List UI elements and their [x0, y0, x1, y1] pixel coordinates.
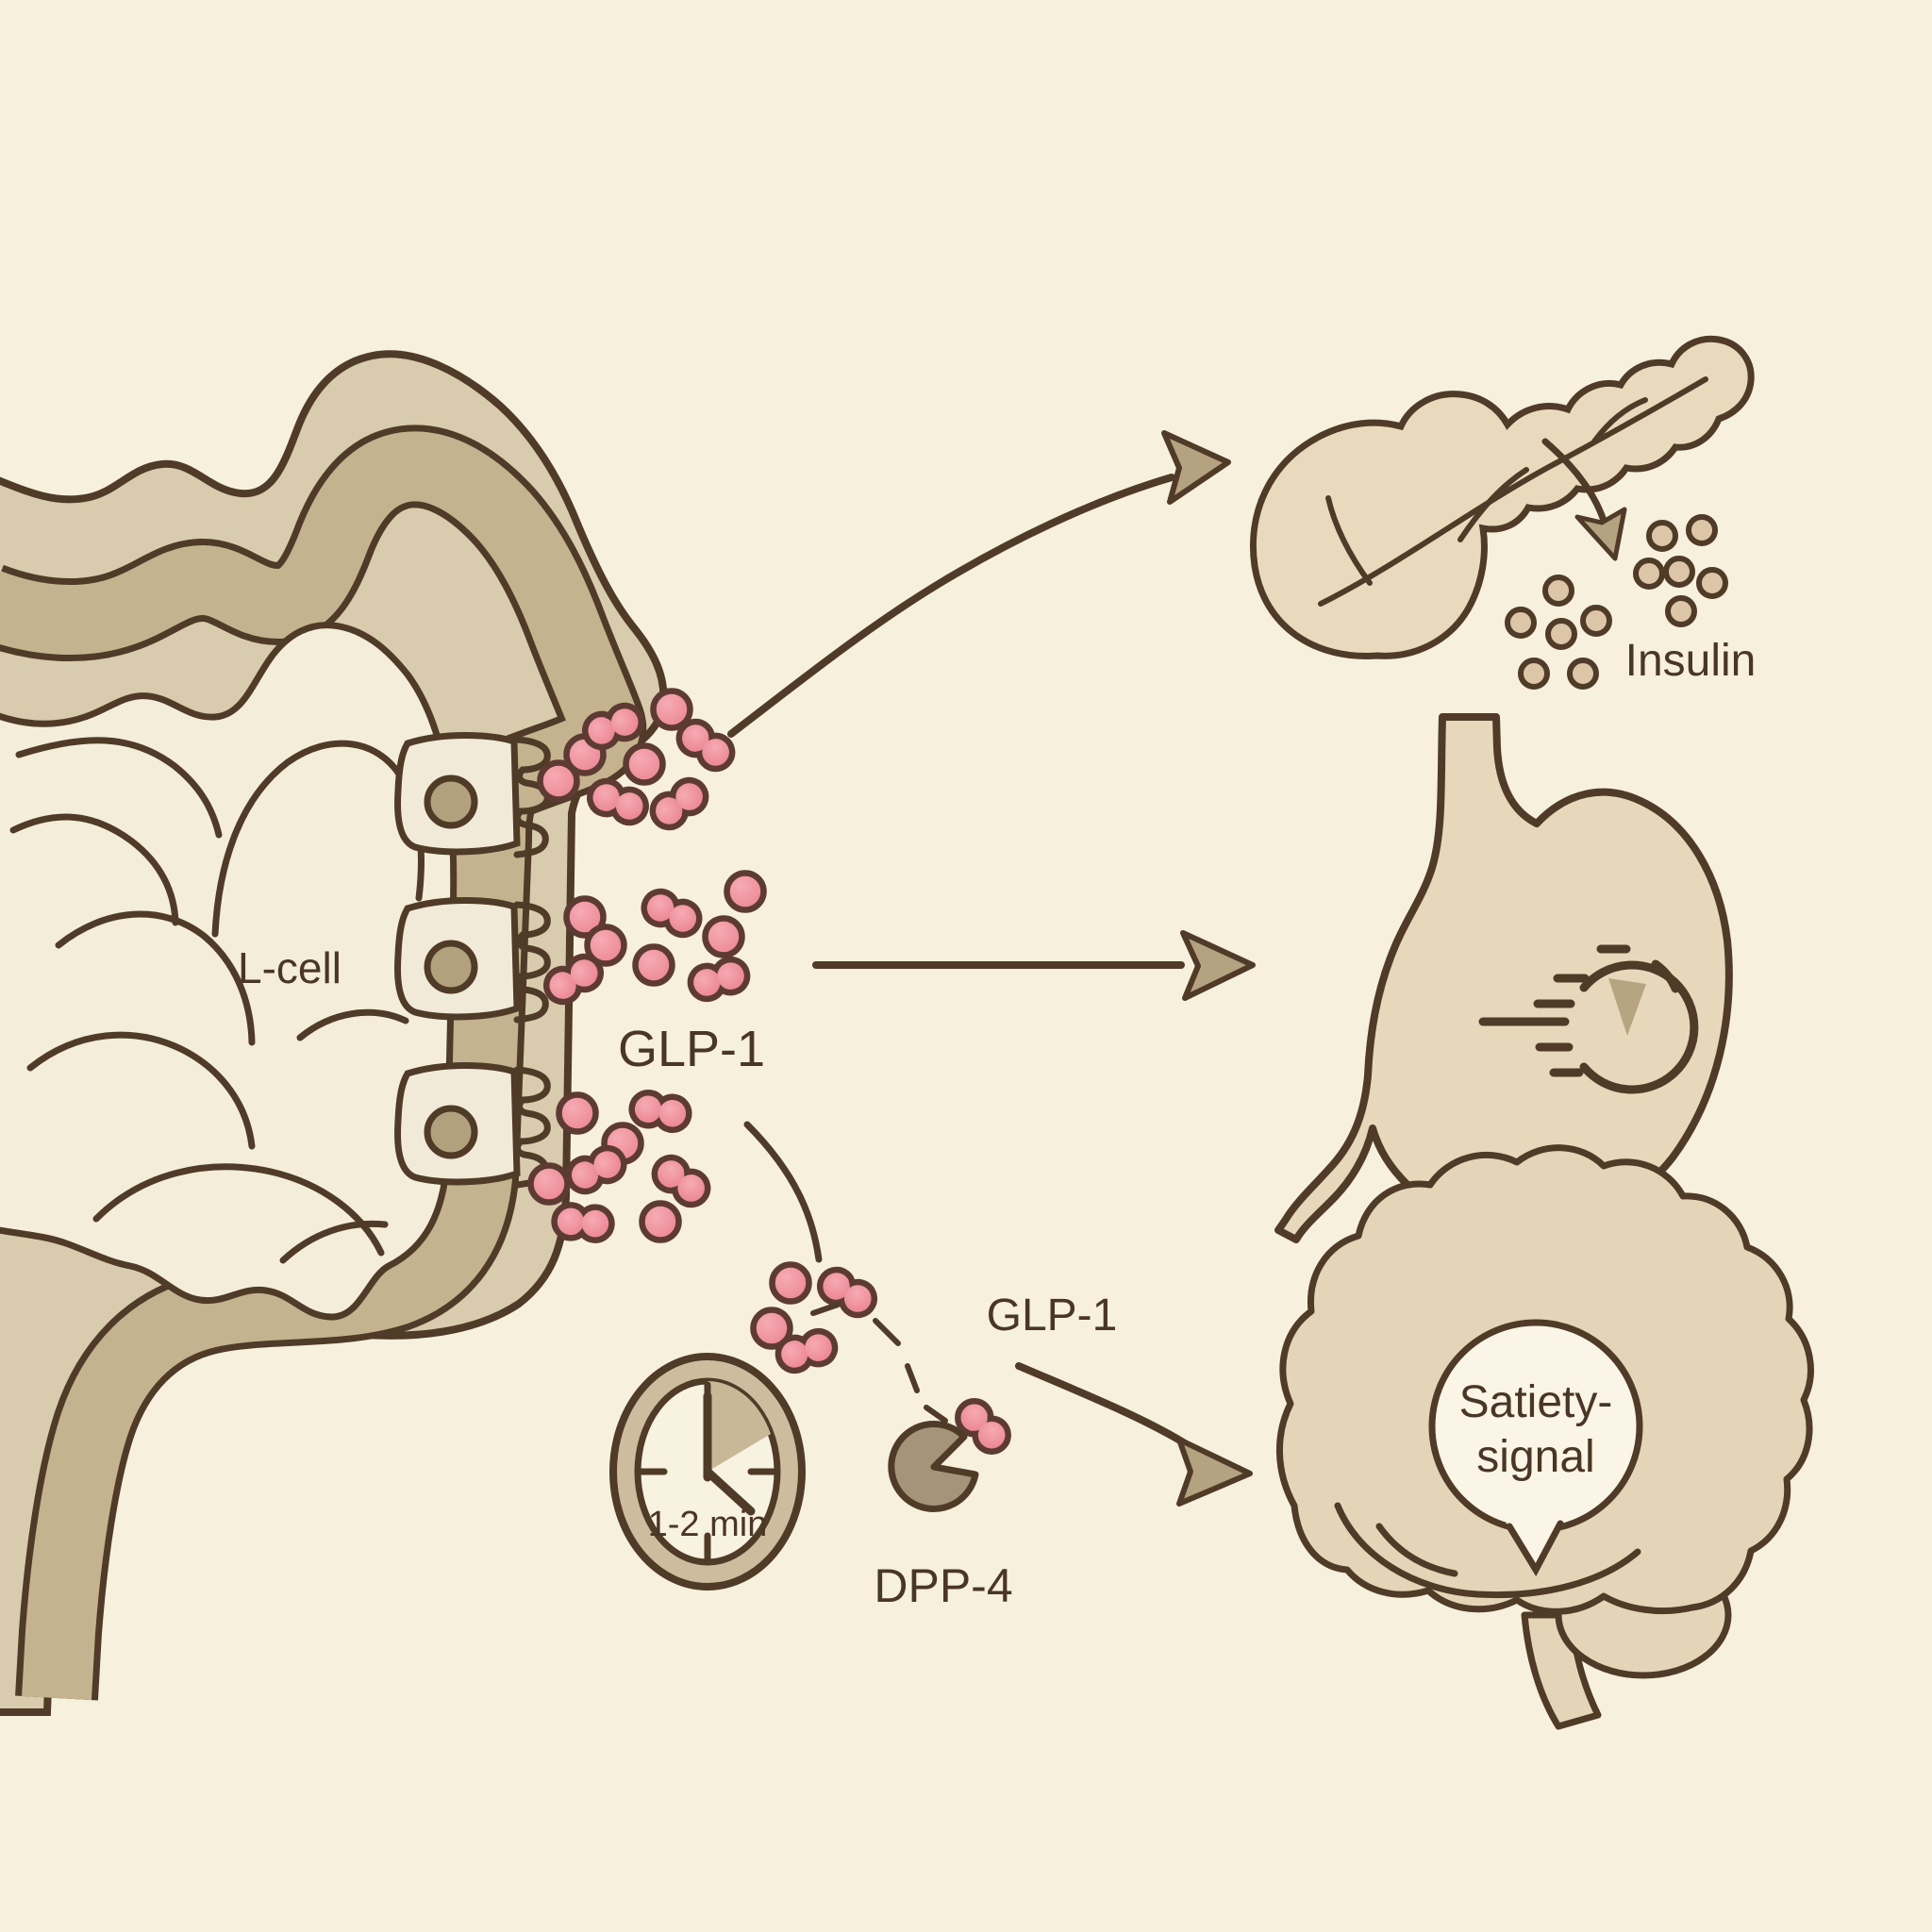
clock-sector — [708, 1381, 771, 1472]
stomach-icon — [1274, 713, 1733, 1243]
arrow-icon — [727, 474, 1175, 738]
clock-icon: 1-2 min — [609, 1353, 806, 1591]
arrowhead-icon — [1161, 430, 1231, 505]
small-intestine-loops — [9, 737, 425, 1264]
brain-icon: Satiety- signal — [1275, 1144, 1814, 1730]
timer-wedge — [1608, 978, 1646, 1036]
pancreatic-duct — [1318, 376, 1708, 607]
clock-ticks — [638, 1381, 777, 1562]
arrowhead-icon — [1176, 1437, 1253, 1507]
arrowhead-icon — [1180, 930, 1256, 1001]
arrowhead-icon — [1574, 507, 1627, 561]
l-cell-icon — [394, 732, 551, 858]
secretion-arrow — [1541, 438, 1607, 525]
dpp4-label: DPP-4 — [874, 1559, 1012, 1612]
speed-lines — [1478, 944, 1680, 1077]
satiety-label-line2: signal — [1476, 1432, 1594, 1482]
arrow-to-pancreas — [727, 430, 1231, 738]
arrow-to-brain — [1015, 1362, 1253, 1507]
l-cell-icon — [394, 897, 551, 1024]
clock-hands — [703, 1391, 756, 1516]
pancreas-icon — [1249, 335, 1755, 659]
glp1-dots-icon — [527, 688, 767, 1243]
gastric-emptying-timer-icon — [1478, 944, 1699, 1094]
satiety-label-line1: Satiety- — [1459, 1377, 1613, 1427]
insulin-dots-icon — [1505, 514, 1728, 690]
l-cell-label: L-cell — [238, 943, 341, 992]
intestine-icon — [0, 350, 668, 1716]
arrow-icon — [1015, 1362, 1189, 1447]
glp1-degraded-label: GLP-1 — [987, 1291, 1118, 1341]
l-cells — [394, 732, 551, 1189]
insulin-label: Insulin — [1625, 636, 1757, 686]
speech-bubble-icon: Satiety- signal — [1428, 1319, 1643, 1577]
dashed-cleavage-lines — [810, 1302, 948, 1424]
half-life-label: 1-2 min — [648, 1505, 768, 1544]
degraded-glp1-dots — [750, 1261, 1011, 1455]
degradation-path — [743, 1121, 823, 1263]
dpp4-enzyme-icon — [888, 1421, 979, 1512]
brain-sulci — [1334, 1502, 1641, 1599]
glp1-main-label: GLP-1 — [618, 1021, 765, 1077]
l-cell-icon — [394, 1062, 551, 1189]
arrow-to-stomach — [812, 930, 1256, 1001]
